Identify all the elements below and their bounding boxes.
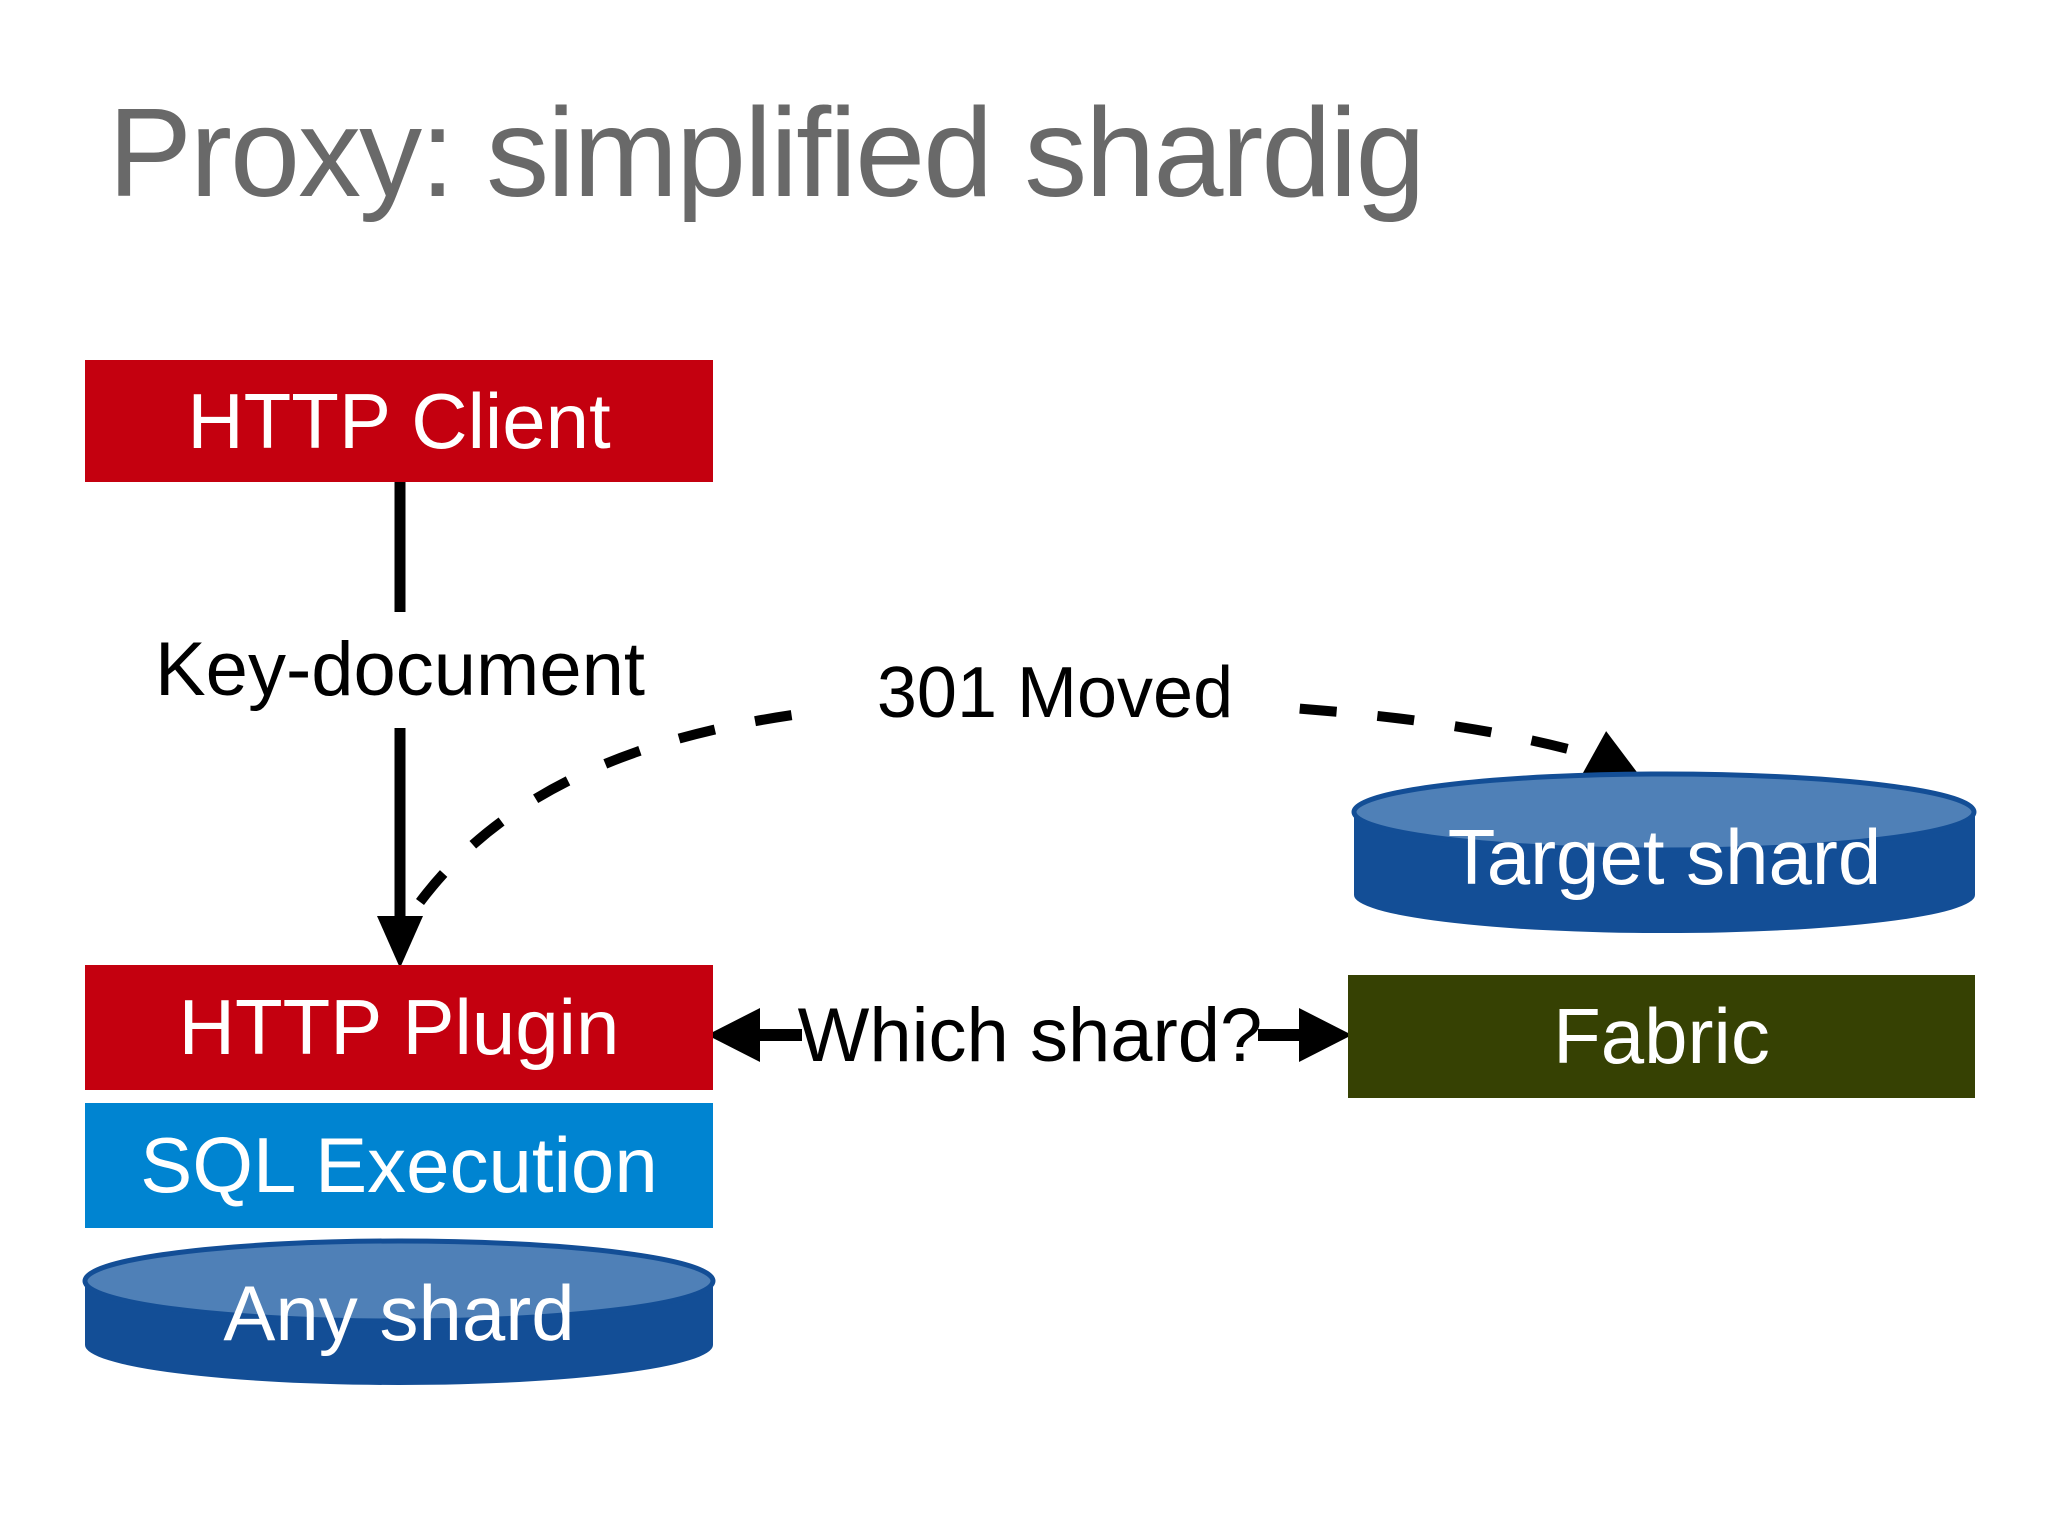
which-shard-right-arrow: [1258, 1008, 1352, 1062]
slide-title: Proxy: simplified shardig: [108, 82, 1426, 223]
arrow-right-down-icon: [1581, 731, 1643, 781]
moved-301-text: 301 Moved: [876, 653, 1234, 733]
node-http-client-label: HTTP Client: [187, 376, 611, 465]
node-any-shard-label: Any shard: [85, 1268, 713, 1358]
label-key-document: Key-document: [154, 626, 646, 712]
node-sql-execution: SQL Execution: [85, 1103, 713, 1228]
label-301-moved: 301 Moved: [815, 653, 1295, 733]
which-shard-text: Which shard?: [797, 992, 1263, 1078]
node-any-shard-cylinder: [82, 1238, 716, 1385]
node-http-plugin: HTTP Plugin: [85, 965, 713, 1090]
arrow-down-icon: [377, 916, 423, 968]
node-http-plugin-label: HTTP Plugin: [178, 983, 620, 1071]
node-fabric-label: Fabric: [1553, 992, 1770, 1080]
label-which-shard: Which shard?: [798, 993, 1263, 1078]
which-shard-left-arrow: [707, 1008, 802, 1062]
key-document-text: Key-document: [154, 626, 646, 712]
key-document-arrow: [377, 482, 423, 968]
target-shard-text: Target shard: [1447, 812, 1882, 901]
arrow-left-icon: [707, 1008, 760, 1062]
node-fabric: Fabric: [1348, 975, 1975, 1098]
arrow-right-icon: [1299, 1008, 1352, 1062]
any-shard-text: Any shard: [223, 1268, 575, 1357]
node-target-shard-cylinder: [1351, 771, 1977, 934]
node-http-client: HTTP Client: [85, 360, 713, 482]
node-sql-execution-label: SQL Execution: [140, 1121, 658, 1209]
node-target-shard-label: Target shard: [1354, 812, 1975, 902]
